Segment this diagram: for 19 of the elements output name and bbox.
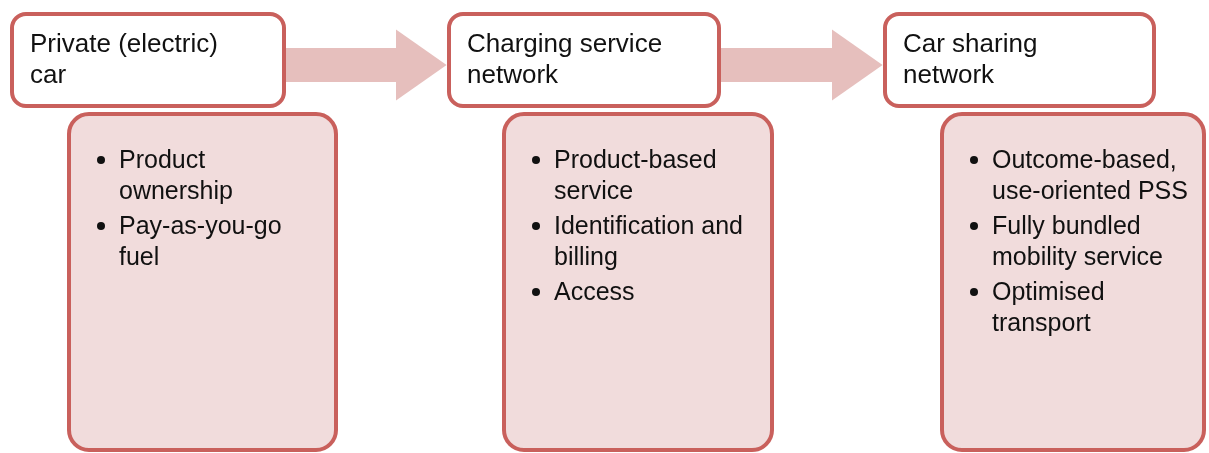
bullet-item: Outcome-based, use-oriented PSS (992, 145, 1188, 204)
bullet-item: Identification and billing (554, 211, 744, 270)
bullet-list-card (67, 112, 338, 452)
stage-title: Charging service network (467, 28, 664, 90)
bullet-item: Access (554, 277, 635, 305)
bullet-item: Fully bundled mobility service (992, 211, 1163, 270)
stage-title-box (883, 12, 1156, 108)
block-arrow (721, 29, 883, 101)
stage-title: Private (electric) car (30, 28, 219, 90)
bullet-item: Optimised transport (992, 277, 1105, 336)
block-arrow (286, 29, 447, 101)
bullet-item: Product ownership (119, 145, 233, 204)
stage-title: Car sharing network (903, 28, 1039, 90)
bullet-item: Pay-as-you-go fuel (119, 211, 282, 270)
bullet-item: Product-based service (554, 145, 717, 204)
bullet-list-card (502, 112, 774, 452)
stage-title-box (447, 12, 721, 108)
bullet-list-card (940, 112, 1206, 452)
stage-title-box (10, 12, 286, 108)
